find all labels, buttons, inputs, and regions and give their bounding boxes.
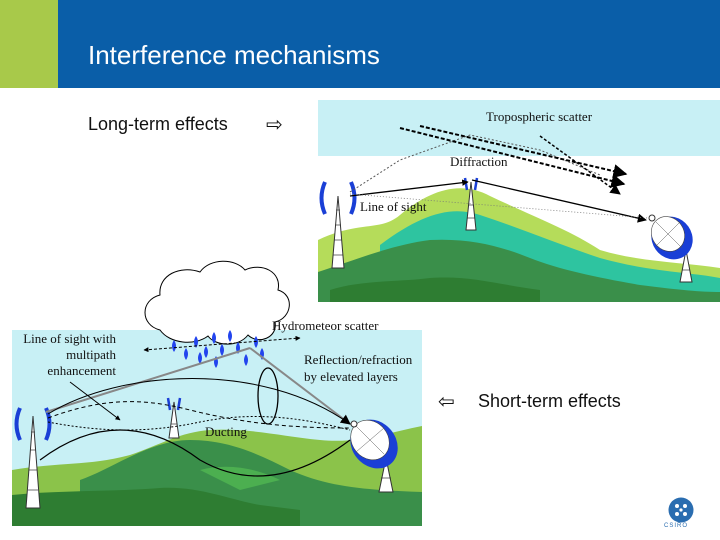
lower-receiver-dish — [350, 419, 398, 493]
slide-title: Interference mechanisms — [88, 40, 380, 70]
elevated-layer-ellipse — [257, 367, 279, 425]
line-of-sight-path — [349, 134, 601, 193]
label-reflection-2: by elevated layers — [304, 369, 398, 384]
label-hydrometeor-scatter: Hydrometeor scatter — [272, 318, 379, 333]
multipath-path — [47, 416, 351, 431]
csiro-logo-icon — [668, 497, 694, 523]
hydrometeor-incident-path — [45, 347, 251, 413]
arrow-left-icon: ⇦ — [438, 391, 455, 413]
lower-hill-tower — [166, 397, 182, 439]
lower-diagram: Hydrometeor scatter Line of sight with m… — [12, 260, 422, 526]
long-term-effects-label: Long-term effects — [88, 114, 228, 134]
upper-sky — [318, 100, 720, 156]
header-accent-bar — [0, 0, 58, 88]
label-los-multipath-1: Line of sight with — [23, 331, 116, 346]
diffraction-path-up — [349, 179, 469, 197]
hydrometeor-scatter-path — [143, 335, 301, 353]
upper-transmitter-tower — [331, 195, 345, 269]
title-bar — [58, 0, 720, 88]
ducting-curve — [39, 429, 351, 477]
reflection-path — [47, 378, 351, 425]
ducting-path — [47, 401, 351, 429]
label-tropospheric-scatter: Tropospheric scatter — [486, 109, 593, 124]
label-line-of-sight: Line of sight — [360, 199, 427, 214]
lower-hill-front — [12, 487, 300, 526]
tropo-scatter-path-3 — [539, 135, 621, 195]
direct-path — [349, 193, 649, 219]
short-term-effects-label: Short-term effects — [478, 391, 621, 411]
label-diffraction: Diffraction — [450, 154, 508, 169]
csiro-logo-text: CSIRO — [664, 523, 689, 529]
upper-diagram: Tropospheric scatter Diffraction Line of… — [318, 100, 720, 302]
label-reflection-1: Reflection/refraction — [304, 352, 413, 367]
upper-hill-tower — [463, 177, 479, 231]
lower-transmitter-tower — [25, 415, 41, 509]
tropo-scatter-path-2 — [419, 125, 628, 178]
tropo-scatter-path-1 — [399, 127, 626, 188]
arrow-right-icon: ⇨ — [266, 114, 283, 136]
upper-radiation-waves-icon — [319, 181, 357, 215]
label-los-multipath-3: enhancement — [47, 363, 116, 378]
upper-hill-front — [330, 277, 540, 302]
label-los-multipath-2: multipath — [66, 347, 116, 362]
upper-receiver-dish — [648, 214, 693, 283]
label-ducting: Ducting — [205, 424, 247, 439]
multipath-indicator-arrow — [69, 381, 121, 421]
hydrometeor-scattered-path — [249, 347, 351, 425]
cloud-icon — [144, 260, 290, 345]
diffraction-path-down — [471, 179, 647, 223]
